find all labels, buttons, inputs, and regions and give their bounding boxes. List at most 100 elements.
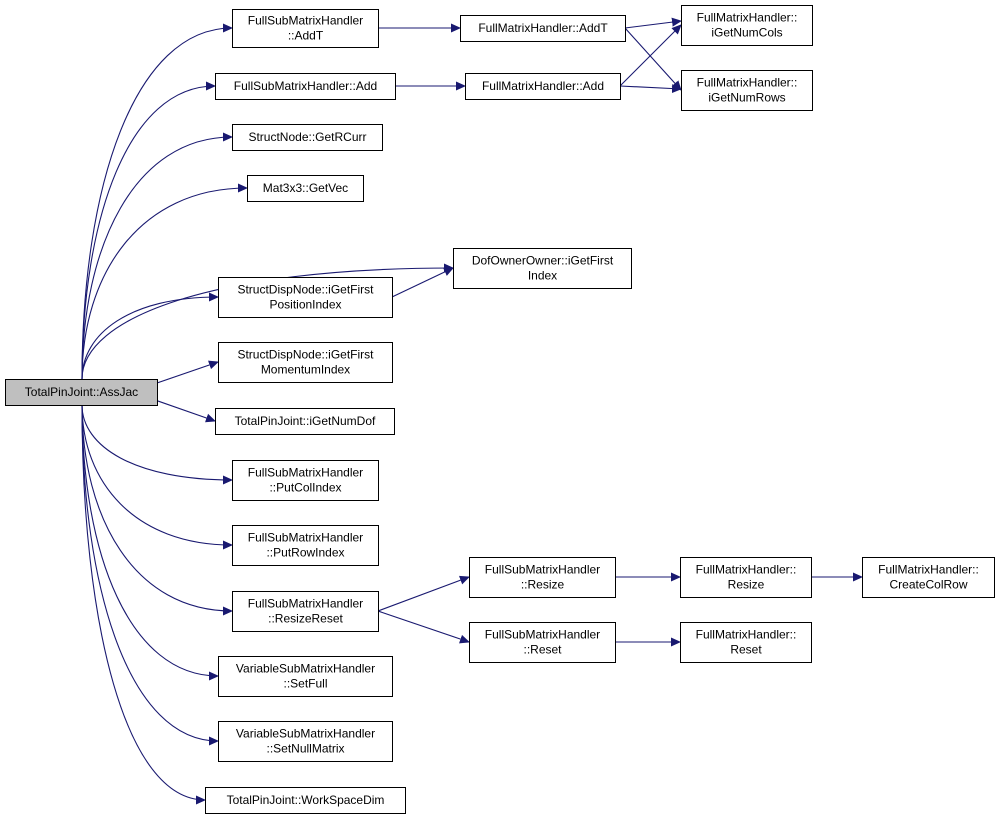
node-mat3x3-getvec[interactable]: Mat3x3::GetVec <box>247 175 364 202</box>
node-label: Mat3x3::GetVec <box>263 181 348 195</box>
node-tpj-workspacedim[interactable]: TotalPinJoint::WorkSpaceDim <box>205 787 406 814</box>
node-fmh-resize[interactable]: FullMatrixHandler::Resize <box>680 557 812 598</box>
node-label: FullMatrixHandler:: <box>697 76 798 90</box>
node-box <box>465 73 621 100</box>
node-label: FullMatrixHandler:: <box>696 628 797 642</box>
node-tpj-igetnumdof[interactable]: TotalPinJoint::iGetNumDof <box>215 408 395 435</box>
edge-root-to-mat3x3-getvec <box>81 183 248 380</box>
edges-layer <box>81 17 863 805</box>
node-box <box>232 9 379 48</box>
node-fmh-createcolrow[interactable]: FullMatrixHandler::CreateColRow <box>862 557 995 598</box>
node-box <box>469 622 616 663</box>
node-label: ::AddT <box>288 29 324 43</box>
node-label: FullSubMatrixHandler <box>248 14 363 28</box>
edge-root-to-sdn-igetfirstmomindex <box>156 360 219 384</box>
node-label: ::SetNullMatrix <box>266 742 344 756</box>
node-label: DofOwnerOwner::iGetFirst <box>472 254 614 268</box>
node-box <box>205 787 406 814</box>
node-label: FullSubMatrixHandler <box>485 563 600 577</box>
node-label: TotalPinJoint::WorkSpaceDim <box>227 793 385 807</box>
edge-fsmh-resizereset-to-fsmh-resize <box>377 575 470 612</box>
node-label: FullSubMatrixHandler <box>485 628 600 642</box>
edge-root-to-fsmh-resizereset <box>81 404 233 616</box>
node-box <box>232 460 379 501</box>
node-fsmh-resize[interactable]: FullSubMatrixHandler::Resize <box>469 557 616 598</box>
node-fmh-addt[interactable]: FullMatrixHandler::AddT <box>460 15 626 42</box>
node-sn-getrcurr[interactable]: StructNode::GetRCurr <box>232 124 383 151</box>
node-fsmh-add[interactable]: FullSubMatrixHandler::Add <box>215 73 396 100</box>
edge-root-to-doo-igetfirstindex <box>81 263 454 380</box>
node-box <box>680 557 812 598</box>
nodes-layer: TotalPinJoint::AssJacFullSubMatrixHandle… <box>5 5 995 814</box>
node-fsmh-addt[interactable]: FullSubMatrixHandler::AddT <box>232 9 379 48</box>
node-box <box>453 248 632 289</box>
node-label: FullMatrixHandler:: <box>696 563 797 577</box>
node-label: Resize <box>728 578 765 592</box>
edge-root-to-fsmh-addt <box>81 23 233 380</box>
node-fsmh-resizereset[interactable]: FullSubMatrixHandler::ResizeReset <box>232 591 379 632</box>
node-box <box>460 15 626 42</box>
edge-root-to-vsmh-setnullmatrix <box>81 404 219 746</box>
node-fmh-igetnumcols[interactable]: FullMatrixHandler::iGetNumCols <box>681 5 813 46</box>
node-label: CreateColRow <box>889 578 967 592</box>
node-box <box>232 525 379 566</box>
node-box <box>215 73 396 100</box>
node-label: Reset <box>730 643 762 657</box>
node-label: ::SetFull <box>283 677 327 691</box>
node-fsmh-putcolindex[interactable]: FullSubMatrixHandler::PutColIndex <box>232 460 379 501</box>
node-box <box>218 342 393 383</box>
node-label: ::PutColIndex <box>269 481 341 495</box>
node-label: ::Reset <box>523 643 562 657</box>
edge-root-to-sn-getrcurr <box>81 132 233 380</box>
node-fsmh-reset[interactable]: FullSubMatrixHandler::Reset <box>469 622 616 663</box>
edge-sdn-igetfirstposindex-to-doo-igetfirstindex <box>391 267 454 298</box>
node-box <box>218 721 393 762</box>
node-vsmh-setfull[interactable]: VariableSubMatrixHandler::SetFull <box>218 656 393 697</box>
node-fmh-igetnumrows[interactable]: FullMatrixHandler::iGetNumRows <box>681 70 813 111</box>
node-label: ::PutRowIndex <box>266 546 344 560</box>
node-label: VariableSubMatrixHandler <box>236 662 375 676</box>
node-label: StructDispNode::iGetFirst <box>237 283 374 297</box>
edge-root-to-sdn-igetfirstposindex <box>81 292 219 380</box>
node-label: FullSubMatrixHandler <box>248 531 363 545</box>
node-vsmh-setnullmatrix[interactable]: VariableSubMatrixHandler::SetNullMatrix <box>218 721 393 762</box>
node-label: ::Resize <box>521 578 565 592</box>
edge-fmh-add-to-fmh-igetnumcols <box>619 24 682 87</box>
node-box <box>681 5 813 46</box>
node-box <box>469 557 616 598</box>
edge-fmh-addt-to-fmh-igetnumrows <box>624 27 682 91</box>
node-label: FullSubMatrixHandler <box>248 466 363 480</box>
node-label: FullMatrixHandler:: <box>878 563 979 577</box>
node-label: iGetNumRows <box>708 91 785 105</box>
node-root[interactable]: TotalPinJoint::AssJac <box>5 379 158 406</box>
node-box <box>247 175 364 202</box>
node-label: TotalPinJoint::AssJac <box>25 385 138 399</box>
node-fmh-reset[interactable]: FullMatrixHandler::Reset <box>680 622 812 663</box>
node-label: FullSubMatrixHandler <box>248 597 363 611</box>
edge-root-to-vsmh-setfull <box>81 404 219 681</box>
node-label: ::ResizeReset <box>268 612 343 626</box>
edge-fmh-add-to-fmh-igetnumrows <box>619 84 682 94</box>
node-label: FullMatrixHandler:: <box>697 11 798 25</box>
edge-fmh-addt-to-fmh-igetnumcols <box>624 17 682 29</box>
node-box <box>215 408 395 435</box>
node-box <box>218 656 393 697</box>
node-label: Index <box>528 269 557 283</box>
node-label: iGetNumCols <box>711 26 782 40</box>
node-label: StructNode::GetRCurr <box>248 130 366 144</box>
node-label: StructDispNode::iGetFirst <box>237 348 374 362</box>
node-label: FullSubMatrixHandler::Add <box>234 79 377 93</box>
node-box <box>862 557 995 598</box>
node-fsmh-putrowindex[interactable]: FullSubMatrixHandler::PutRowIndex <box>232 525 379 566</box>
edge-root-to-fsmh-putrowindex <box>81 404 233 550</box>
edge-fsmh-resizereset-to-fsmh-reset <box>377 610 470 644</box>
node-label: FullMatrixHandler::AddT <box>478 21 608 35</box>
node-box <box>218 277 393 318</box>
node-label: MomentumIndex <box>261 363 350 377</box>
node-label: FullMatrixHandler::Add <box>482 79 604 93</box>
node-fmh-add[interactable]: FullMatrixHandler::Add <box>465 73 621 100</box>
